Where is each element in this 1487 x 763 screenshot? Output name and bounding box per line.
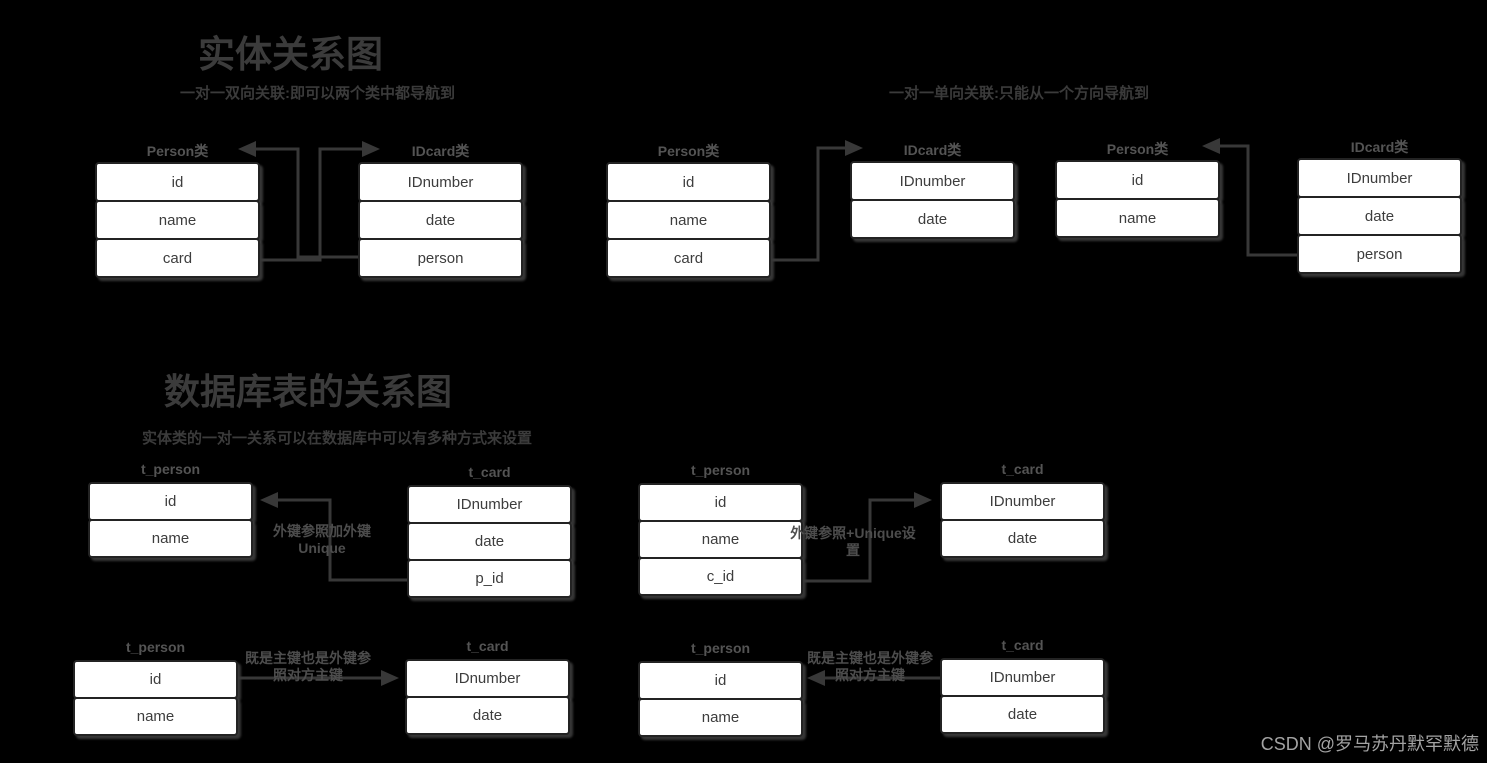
field-row: name <box>638 520 803 559</box>
field-row: IDnumber <box>405 659 570 698</box>
table-t-person-1: t_person id name <box>88 461 253 558</box>
connector-line <box>254 147 358 259</box>
entity-title: IDcard类 <box>903 142 962 158</box>
entity-idcard-class-3: IDcard类 IDnumber date person <box>1297 139 1462 274</box>
entity-title: Person类 <box>657 143 720 159</box>
table-title: t_person <box>125 639 186 655</box>
field-row: person <box>1297 234 1462 274</box>
entity-idcard-class-2: IDcard类 IDnumber date <box>850 142 1015 239</box>
entity-person-class-3: Person类 id name <box>1055 141 1220 238</box>
field-row: IDnumber <box>850 161 1015 201</box>
section2-title: 数据库表的关系图 <box>164 371 453 412</box>
connector-label-fk-plus-unique: 外键参照+Unique设 置 <box>790 525 916 558</box>
table-t-person-2: t_person id name c_id <box>638 462 803 596</box>
arrowhead-left-icon <box>1202 138 1220 154</box>
field-row: name <box>606 200 771 240</box>
field-row: date <box>940 519 1105 558</box>
field-row: id <box>606 162 771 202</box>
table-title: t_card <box>1001 461 1044 477</box>
table-title: t_person <box>140 461 201 477</box>
field-row: name <box>638 698 803 737</box>
entity-title: Person类 <box>1106 141 1169 157</box>
field-row: name <box>73 697 238 736</box>
field-row: name <box>88 519 253 558</box>
entity-title: IDcard类 <box>411 143 470 159</box>
field-row: id <box>73 660 238 699</box>
table-title: t_card <box>466 638 509 654</box>
table-title: t_card <box>1001 637 1044 653</box>
table-t-card-3: t_card IDnumber date <box>405 638 570 735</box>
table-t-person-4: t_person id name <box>638 640 803 737</box>
connector-label-shared-pk-left: 既是主键也是外键参 照对方主键 <box>245 650 371 683</box>
table-title: t_card <box>468 464 511 480</box>
connector-label-fk-unique: 外键参照加外键 Unique <box>273 523 371 556</box>
field-row: c_id <box>638 557 803 596</box>
field-row: IDnumber <box>1297 158 1462 198</box>
table-title: t_person <box>690 462 751 478</box>
field-row: date <box>1297 196 1462 236</box>
field-row: date <box>850 199 1015 239</box>
entity-person-class-2: Person类 id name card <box>606 143 771 278</box>
arrowhead-left-icon <box>807 670 825 686</box>
field-row: id <box>638 661 803 700</box>
field-row: person <box>358 238 523 278</box>
field-row: card <box>606 238 771 278</box>
connector-line <box>803 498 916 583</box>
table-t-card-1: t_card IDnumber date p_id <box>407 464 572 598</box>
entity-person-class-1: Person类 id name card <box>95 143 260 278</box>
arrowhead-right-icon <box>381 670 399 686</box>
table-t-card-2: t_card IDnumber date <box>940 461 1105 558</box>
field-row: name <box>1055 198 1220 238</box>
field-row: IDnumber <box>407 485 572 524</box>
table-title: t_person <box>690 640 751 656</box>
arrowhead-left-icon <box>238 141 256 157</box>
arrowhead-right-icon <box>362 141 380 157</box>
field-row: p_id <box>407 559 572 598</box>
arrowhead-left-icon <box>260 492 278 508</box>
section1-subtitle-bidirectional: 一对一双向关联:即可以两个类中都导航到 <box>180 85 455 102</box>
arrowhead-right-icon <box>845 140 863 156</box>
section1-subtitle-unidirectional: 一对一单向关联:只能从一个方向导航到 <box>889 85 1149 102</box>
section2-subtitle: 实体类的一对一关系可以在数据库中可以有多种方式来设置 <box>142 430 533 447</box>
csdn-watermark: CSDN @罗马苏丹默罕默德 <box>1260 734 1479 754</box>
table-t-person-3: t_person id name <box>73 639 238 736</box>
entity-title: Person类 <box>146 143 209 159</box>
connector-label-shared-pk-right: 既是主键也是外键参 照对方主键 <box>807 650 933 683</box>
entity-title: IDcard类 <box>1350 139 1409 155</box>
field-row: card <box>95 238 260 278</box>
section1-title: 实体关系图 <box>198 34 383 75</box>
entity-idcard-class-1: IDcard类 IDnumber date person <box>358 143 523 278</box>
field-row: date <box>405 696 570 735</box>
connector-line <box>276 498 407 582</box>
field-row: date <box>940 695 1105 734</box>
connector-line <box>771 146 847 262</box>
arrowhead-right-icon <box>914 492 932 508</box>
table-t-card-4: t_card IDnumber date <box>940 637 1105 734</box>
connector-line <box>260 147 364 262</box>
connector-line <box>1218 144 1297 257</box>
